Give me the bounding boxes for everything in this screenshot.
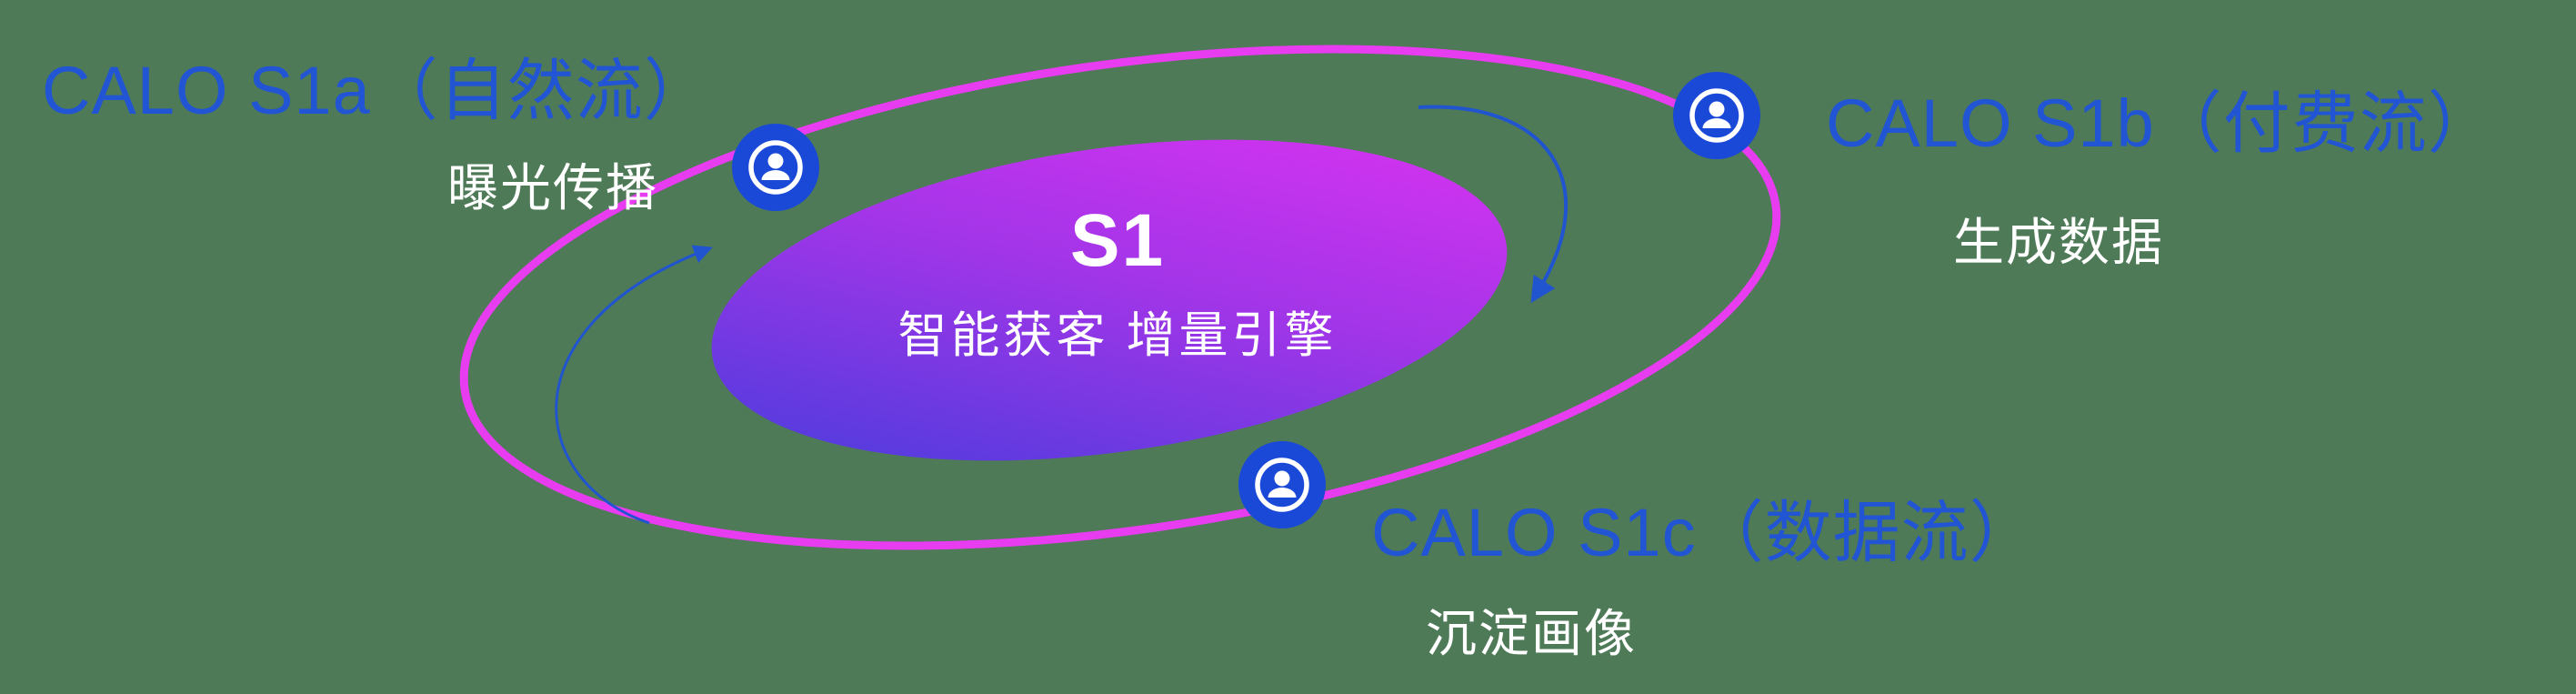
- core-subtitle: 智能获客 增量引擎: [897, 308, 1338, 363]
- user-icon: [732, 124, 819, 211]
- node-label-s1a: CALO S1a（自然流）: [42, 53, 712, 128]
- node-sublabel-s1a: 曝光传播: [447, 159, 658, 216]
- core-ellipse: [711, 139, 1508, 461]
- user-icon: [1673, 72, 1760, 159]
- node-label-s1b: CALO S1b（付费流）: [1826, 85, 2496, 161]
- core-title: S1: [1069, 199, 1166, 282]
- orbit-ring: [459, 45, 1781, 550]
- user-icon: [1238, 441, 1326, 528]
- node-sublabel-s1b: 生成数据: [1953, 214, 2164, 271]
- core-text: S1 智能获客 增量引擎: [897, 204, 1337, 367]
- node-label-s1c: CALO S1c（数据流）: [1371, 495, 2038, 570]
- flow-arrow-right: [1418, 105, 1569, 304]
- node-sublabel-s1c: 沉淀画像: [1426, 605, 1637, 662]
- flow-arrow-left: [555, 245, 713, 525]
